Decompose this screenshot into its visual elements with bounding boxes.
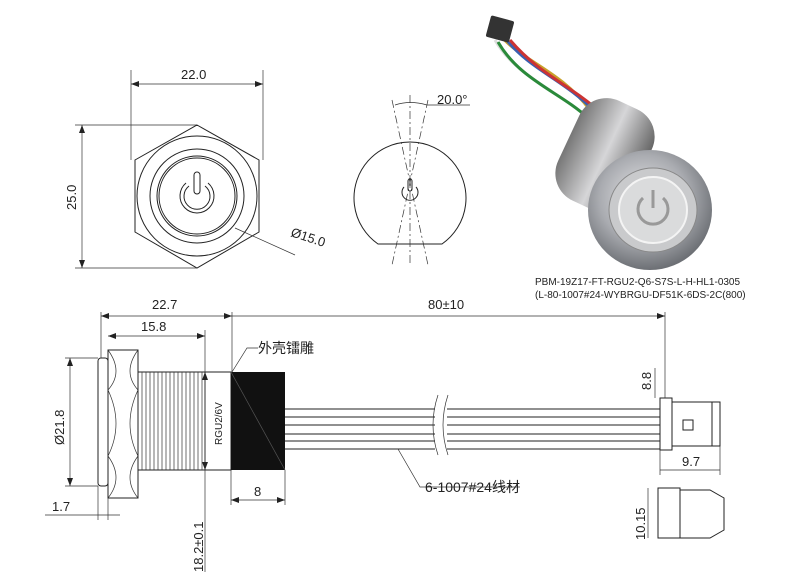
angle-dimension: 20.0° [437, 92, 468, 107]
connector-side-dimension: 10.15 [633, 507, 648, 540]
block-length-dimension: 8 [254, 484, 261, 499]
power-icon [179, 171, 215, 214]
diameter-dimension: Ø15.0 [289, 225, 327, 250]
connector-height-dimension: 8.8 [639, 372, 654, 390]
part-number-line1: PBM-19Z17-FT-RGU2-Q6-S7S-L-H-HL1-0305 [535, 277, 740, 288]
diameter-dimension-side: Ø21.8 [52, 410, 67, 445]
connector [659, 397, 721, 451]
overall-length-dimension: 22.7 [152, 297, 177, 312]
width-dimension: 22.0 [181, 67, 206, 82]
part-number-line2: (L-80-1007#24-WYBRGU-DF51K-6DS-2C(800) [535, 290, 746, 301]
wires [285, 394, 660, 456]
thread-length-dimension: 15.8 [141, 319, 166, 334]
angle-view: 20.0° [353, 92, 470, 266]
wire-length-dimension: 80±10 [428, 297, 464, 312]
product-photo [486, 15, 712, 270]
thread [137, 371, 206, 471]
side-view: RGU2/6V 22.7 15.8 80±10 外壳镭 [45, 297, 725, 572]
height-dimension: 25.0 [64, 185, 79, 210]
front-view: 22.0 25.0 Ø15.0 [64, 67, 327, 269]
hex-nut-outline [134, 124, 260, 269]
connector-side-view [657, 487, 725, 539]
thread-diameter-dimension: 18.2±0.1 [191, 521, 206, 572]
shell-engraving-note: 外壳镭雕 [258, 340, 314, 356]
flange-thickness-dimension: 1.7 [52, 499, 70, 514]
connector-width-dimension: 9.7 [682, 454, 700, 469]
wire-spec-note: 6-1007#24线材 [425, 479, 520, 495]
led-label: RGU2/6V [214, 402, 225, 445]
